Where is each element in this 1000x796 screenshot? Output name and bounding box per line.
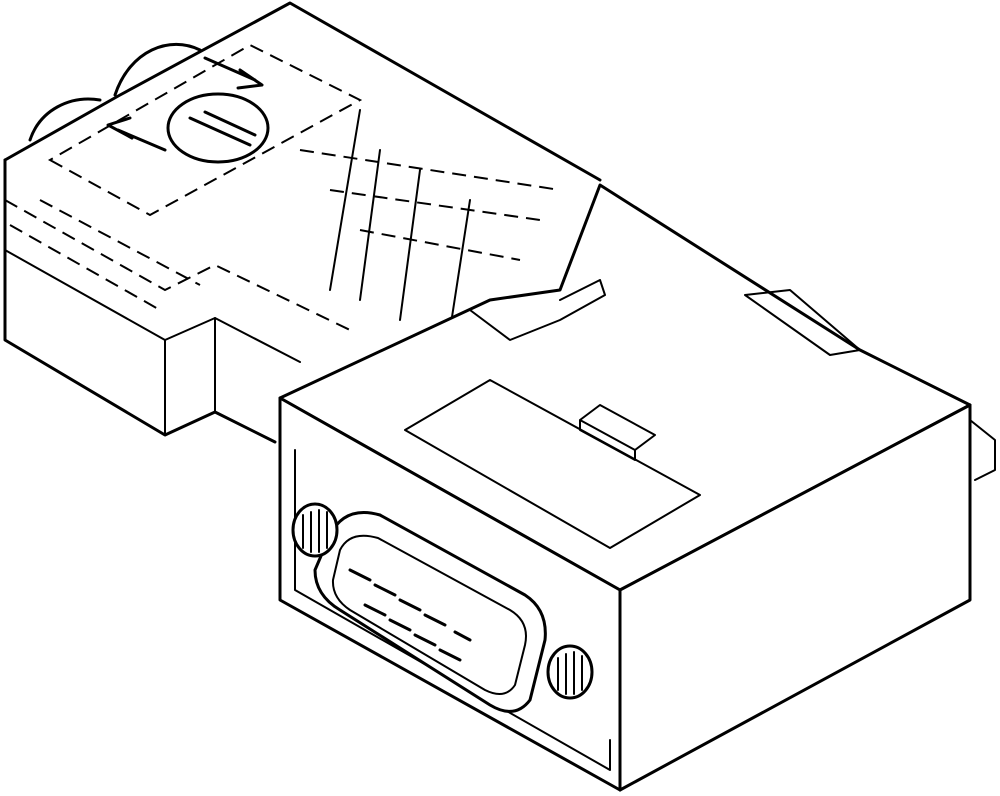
arrow-icon-left [106,116,167,152]
arrow-icon-right [203,56,264,90]
screw-left [291,502,339,558]
label-area [404,379,701,549]
pins [348,568,472,662]
right-housing [278,183,996,792]
dsub-connector [313,511,547,713]
left-housing [3,1,602,444]
screw-right [546,644,594,700]
dip-switch [166,92,270,164]
